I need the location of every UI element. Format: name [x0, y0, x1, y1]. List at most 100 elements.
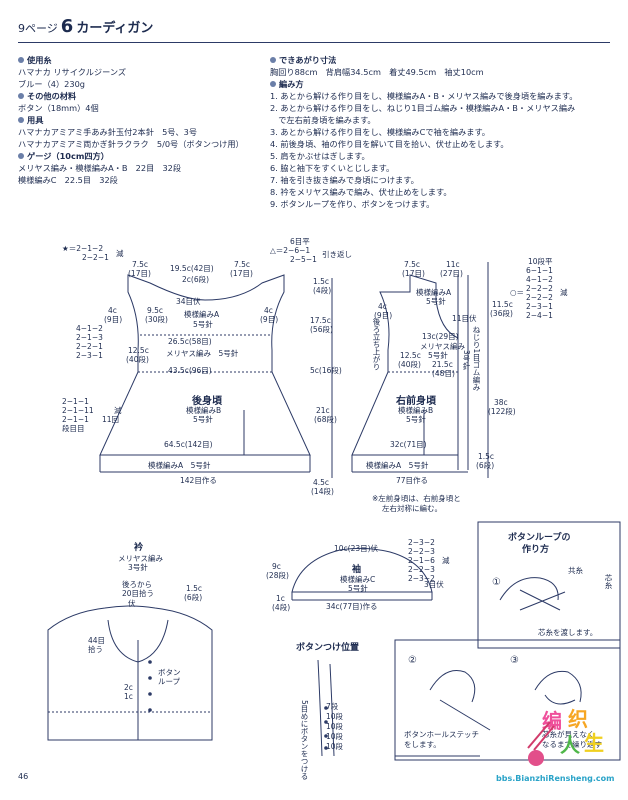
front-lower-yoke: 12.5c [400, 351, 421, 360]
front-stockinette: メリヤス編み [420, 342, 465, 351]
back-body-outline [99, 274, 311, 456]
back-shoulder-l-st: (17目) [128, 269, 151, 278]
back-h-4-rows: (68段) [314, 415, 337, 424]
step-9: 9. ボタンループを作り、ボタンをつけます。 [270, 199, 435, 209]
front-rib-needle: 3号針 [462, 350, 471, 370]
front-needle-a: 5号針 [426, 297, 446, 306]
sleeve-pattern: 模様編みC [340, 575, 376, 584]
front-hem-width: 32c(71目) [390, 440, 427, 449]
sleeve-top-bindoff: 10c(23目)伏 [334, 544, 379, 553]
collar-body-outline [47, 605, 213, 741]
neck-dec-5: 2−3−1 [526, 302, 553, 311]
front-lower-yoke-rows: (40段) [398, 360, 421, 369]
neck-dec-3: 2−2−2 [526, 284, 553, 293]
page-ref: 9ページ [18, 22, 58, 35]
skirt-times: 11回 [102, 415, 120, 424]
collar-button-dot [148, 676, 152, 680]
back-yoke-height: 9.5c [147, 306, 164, 315]
skirt-inc-1: 2−1−1 [62, 397, 89, 406]
loop-1-art [499, 577, 559, 601]
method-heading: 編み方 [270, 78, 577, 90]
front-h-1-rows: (36段) [490, 309, 513, 318]
back-neck-bindoff: 34目伏 [176, 297, 201, 306]
pattern-title: カーディガン [76, 21, 154, 36]
front-cast-on: 77目作る [396, 476, 429, 485]
button-instruction: 5目めにボタンをつける [300, 700, 309, 780]
front-h-1: 11.5c [492, 300, 513, 309]
front-arm-st: (9目) [374, 311, 393, 320]
step-7: 7. 袖を引き抜き編みで身頃につけます。 [270, 175, 419, 185]
pattern-number: 6 [60, 16, 74, 37]
materials-column: 使用糸 ハマナカ リサイクルジーンズ ブルー（4）230g その他の材料 ボタン… [18, 54, 244, 186]
back-chest-width: 26.5c(58目) [168, 337, 212, 346]
step-6: 6. 脇と袖下をすくいとじします。 [270, 163, 395, 173]
back-shoulder-l: 7.5c [132, 260, 149, 269]
back-yoke-width: 43.5c(96目) [168, 366, 212, 375]
step-4: 4. 前後身頃、袖の作り目を解いて目を拾い、伏せ止めをします。 [270, 139, 509, 149]
left-front-note-2: 左右対称に編む。 [382, 504, 442, 513]
armhole-dec-2: 2−1−3 [76, 333, 103, 342]
back-needle-a: 5号針 [193, 320, 213, 329]
loop-2-yarn [439, 699, 491, 731]
step-2-cont: で左右前身頃を編みます。 [270, 115, 376, 125]
other-materials-heading: その他の材料 [18, 90, 244, 102]
front-needle-b: 5号針 [406, 415, 426, 424]
loop-step-3: ③ [510, 655, 519, 666]
button-edge [317, 659, 323, 757]
back-arm-r-st: (9目) [260, 315, 279, 324]
yarn-name: ハマナカ リサイクルジーンズ [18, 67, 127, 77]
loop-stitch: ボタンホールステッチ [404, 730, 479, 739]
method-column: できあがり寸法 胸回り88cm 背肩幅34.5cm 着丈49.5cm 袖丈10c… [270, 54, 577, 210]
back-arm-l: 4c [108, 306, 117, 315]
button-dot [324, 746, 328, 750]
star-decrease-1: ★＝2−1−2 [62, 244, 104, 253]
loop-yarn: 共糸 [568, 566, 583, 575]
sleeve-needle: 5号針 [348, 584, 368, 593]
tool-needle: ハマナカアミアミ手あみ針玉付2本針 5号、3号 [18, 127, 198, 137]
front-h-3: 1.5c [478, 452, 495, 461]
sleeve-1c-rows: (4段) [272, 603, 291, 612]
collar-button-dot [148, 660, 152, 664]
back-needle-b: 5号針 [193, 415, 213, 424]
button-row-4: 10段 [326, 732, 344, 741]
triangle-short-row-1: △＝2−6−1 [270, 246, 311, 255]
neck-flat-rows: 10段平 [528, 257, 553, 266]
loop-title-2: 作り方 [522, 545, 550, 555]
front-h-2-rows: (122段) [488, 407, 516, 416]
collar-button-dot [148, 708, 152, 712]
back-lower-yoke: 12.5c [128, 346, 149, 355]
left-front-note-1: ※左前身頃は、右前身頃と [372, 494, 461, 503]
neck-dec-2: 4−1−2 [526, 275, 553, 284]
button-material: ボタン（18mm）4個 [18, 103, 99, 113]
loop-core: 芯糸 [604, 574, 613, 589]
front-shoulder-st: (17目) [402, 269, 425, 278]
front-pattern-a: 模様編みA [416, 288, 452, 297]
button-dot [324, 706, 328, 710]
loop-end-1: 芯糸が見えなく [542, 730, 595, 739]
collar-pick-44b: 拾う [88, 645, 103, 654]
loop-2-art [429, 670, 476, 703]
collar-pattern: メリヤス編み [118, 554, 163, 563]
button-row-5: 10段 [326, 742, 344, 751]
front-shoulder: 7.5c [404, 260, 421, 269]
front-chest: 13c(29目) [422, 332, 459, 341]
front-needle-m: 5号針 [428, 351, 448, 360]
loop-1-yarn [519, 589, 566, 611]
back-neck-width: 19.5c(42目) [170, 264, 214, 273]
front-rib-label: ねじり1目ゴム編み [472, 326, 481, 391]
armhole-dec-3: 2−2−1 [76, 342, 103, 351]
sleeve-outline [291, 547, 433, 593]
back-h-1-rows: (4段) [313, 286, 332, 295]
button-row-2: 10段 [326, 712, 344, 721]
sleeve-dec-3: 2−1−6 [408, 556, 435, 565]
watermark-char-3: 人 [560, 733, 581, 757]
sleeve-bindoff-3: 3目伏 [424, 580, 444, 589]
neck-dec-4: 2−2−2 [526, 293, 553, 302]
back-yoke-rows: (30段) [145, 315, 168, 324]
sleeve-dec-5: 2−3−2 [408, 574, 435, 583]
finished-size: 胸回り88cm 背肩幅34.5cm 着丈49.5cm 袖丈10cm [270, 67, 484, 77]
front-pattern-b: 模様編みB [398, 406, 434, 415]
collar-button-loop: ボタン [158, 668, 181, 677]
